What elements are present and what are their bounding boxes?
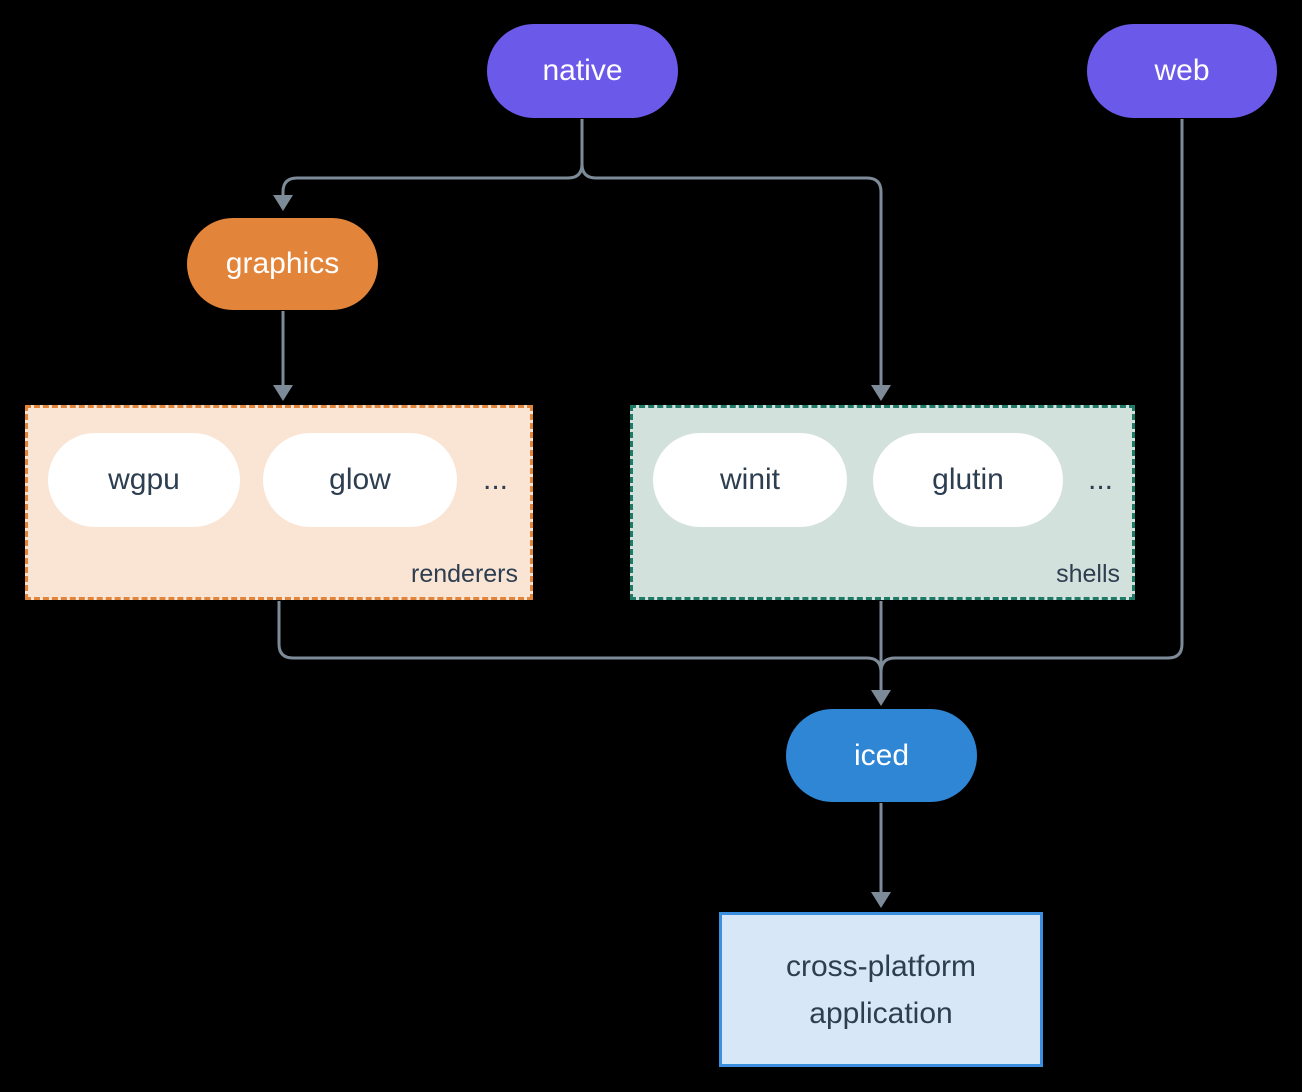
- group-renderers: wgpu glow ... renderers: [25, 405, 533, 600]
- edge-native-graphics: [281, 119, 584, 196]
- arrowhead-iced: [871, 690, 891, 706]
- node-glow-label: glow: [329, 463, 391, 496]
- group-shells: winit glutin ... shells: [630, 405, 1135, 600]
- node-application: cross-platform application: [719, 912, 1043, 1067]
- node-graphics-label: graphics: [225, 247, 340, 280]
- edge-renderers-iced: [277, 601, 883, 673]
- edge-native-shells: [580, 119, 883, 386]
- node-winit-label: winit: [719, 463, 780, 496]
- node-wgpu-label: wgpu: [108, 463, 180, 496]
- node-glutin: glutin: [873, 433, 1063, 527]
- node-glutin-label: glutin: [932, 463, 1004, 496]
- shells-group-label: shells: [1056, 560, 1120, 588]
- arrowhead-application: [871, 892, 891, 908]
- shells-ellipsis: ...: [1087, 463, 1113, 496]
- node-application-label: cross-platform application: [785, 949, 977, 1030]
- node-glow: glow: [263, 433, 457, 527]
- node-graphics: graphics: [187, 218, 378, 310]
- node-iced-label: iced: [853, 738, 910, 772]
- node-web-label: web: [1154, 54, 1210, 87]
- arrowhead-graphics: [273, 195, 293, 211]
- node-wgpu: wgpu: [48, 433, 240, 527]
- edge-web-iced: [879, 119, 1184, 673]
- arrowhead-shells: [871, 385, 891, 401]
- renderers-ellipsis: ...: [482, 463, 508, 496]
- node-native: native: [487, 24, 678, 118]
- node-iced: iced: [786, 709, 977, 802]
- arrowhead-renderers: [273, 385, 293, 401]
- node-web: web: [1087, 24, 1277, 118]
- node-native-label: native: [542, 54, 623, 87]
- node-winit: winit: [653, 433, 847, 527]
- renderers-group-label: renderers: [411, 560, 518, 588]
